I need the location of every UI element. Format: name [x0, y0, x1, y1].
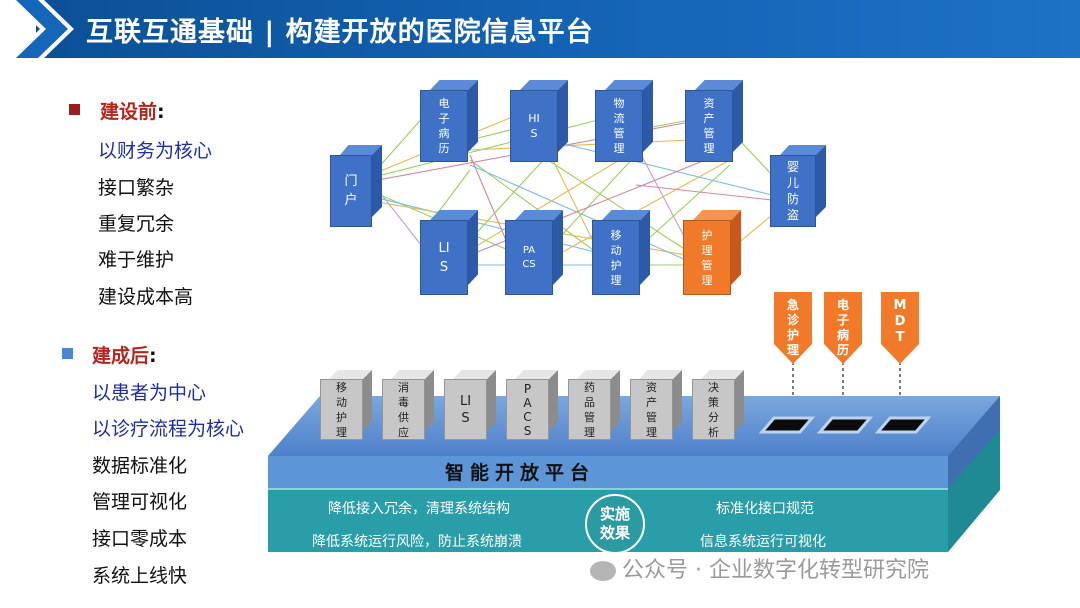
- plugin-emergency-nursing: 急诊护理: [774, 292, 812, 364]
- plugin-mdt: MDT: [881, 292, 919, 364]
- node-infant-security: 婴儿防盗: [770, 145, 826, 227]
- node-logistics: 物流管理: [595, 80, 653, 162]
- node-portal: 门户: [330, 145, 382, 227]
- node-pacs: PACS: [505, 210, 563, 295]
- plugin-slots: [758, 416, 932, 434]
- after-item: 系统上线快: [92, 565, 188, 587]
- module-pacs: PACS: [506, 370, 558, 440]
- header-banner: 互联互通基础 | 构建开放的医院信息平台: [0, 0, 1080, 58]
- node-nursing-management: 护理管理: [683, 210, 741, 295]
- after-item: 以诊疗流程为核心: [92, 418, 245, 440]
- effect-left-bottom: 降低系统运行风险，防止系统崩溃: [312, 534, 522, 550]
- platform-label: 智能开放平台: [444, 462, 595, 484]
- node-lis: LIS: [420, 210, 478, 295]
- square-bullet-icon: [69, 104, 80, 115]
- before-item: 以财务为核心: [98, 140, 213, 162]
- after-item: 接口零成本: [92, 528, 188, 550]
- before-item: 难于维护: [98, 249, 175, 271]
- module-assets: 资产管理: [630, 370, 682, 440]
- after-heading: 建成后:: [92, 345, 157, 367]
- after-item: 管理可视化: [92, 491, 188, 513]
- before-item: 重复冗余: [98, 213, 175, 235]
- before-item: 建设成本高: [98, 286, 194, 308]
- after-item: 数据标准化: [92, 455, 188, 477]
- plugin-emr: 电子病历: [824, 292, 862, 364]
- watermark: 公众号 · 企业数字化转型研究院: [590, 552, 929, 584]
- module-decision-analysis: 决策分析: [692, 370, 744, 440]
- node-emr: 电子病历: [420, 80, 478, 162]
- square-bullet-icon: [62, 348, 73, 359]
- wechat-icon: [590, 561, 616, 581]
- module-lis: LIS: [444, 370, 496, 440]
- module-sterile-supply: 消毒供应: [382, 370, 434, 440]
- chevron-logo-icon: [0, 0, 74, 58]
- effect-right-top: 标准化接口规范: [716, 501, 814, 517]
- node-assets: 资产管理: [685, 80, 743, 162]
- before-item: 接口繁杂: [98, 177, 175, 199]
- after-item: 以患者为中心: [92, 382, 207, 404]
- effect-right-bottom: 信息系统运行可视化: [700, 534, 826, 550]
- before-heading: 建设前:: [100, 101, 165, 123]
- implementation-badge: 实施 效果: [585, 494, 645, 554]
- effect-left-top: 降低接入冗余，清理系统结构: [328, 501, 510, 517]
- page-title: 互联互通基础 | 构建开放的医院信息平台: [86, 17, 594, 48]
- module-pharmacy: 药品管理: [568, 370, 620, 440]
- node-his: HIS: [510, 80, 568, 162]
- module-mobile-nursing: 移动护理: [320, 370, 372, 440]
- node-mobile-nursing: 移动护理: [592, 210, 650, 295]
